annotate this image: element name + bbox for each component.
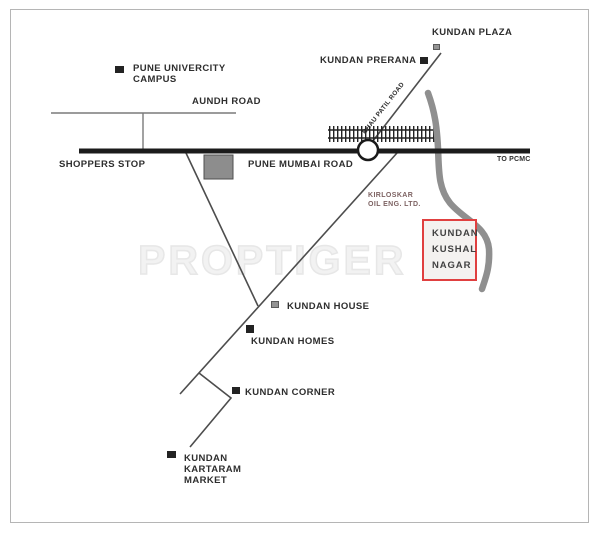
river	[424, 89, 493, 293]
to-pcmc-label: TO PCMC	[497, 156, 531, 163]
pune-univercity-label: PUNE UNIVERCITY CAMPUS	[133, 63, 226, 85]
kushal-nagar-line1: KUNDAN	[432, 228, 479, 239]
pune-univercity-marker	[115, 66, 124, 73]
roundabout-circle	[356, 138, 380, 162]
kushal-nagar-line2: KUSHAL	[432, 244, 477, 255]
kirloskar-line1: KIRLOSKAR	[368, 192, 414, 199]
kartaram-line1: KUNDAN	[184, 453, 228, 464]
kundan-corner-marker	[232, 387, 240, 394]
aundh-road-label: AUNDH ROAD	[192, 96, 261, 107]
pune-univercity-line2: CAMPUS	[133, 74, 177, 85]
kundan-corner-label: KUNDAN CORNER	[245, 387, 336, 398]
kundan-kushal-nagar-highlight: KUNDAN KUSHAL NAGAR	[422, 219, 479, 281]
kirloskar-line2: OIL ENG. LTD.	[368, 201, 421, 208]
kartaram-line2: KARTARAM	[184, 464, 242, 475]
kushal-nagar-line3: NAGAR	[432, 260, 472, 271]
kundan-homes-marker	[246, 325, 254, 333]
kundan-corner-branch-road	[189, 372, 233, 448]
kundan-prerana-marker	[420, 57, 428, 64]
west-diagonal-road	[185, 152, 259, 307]
proptiger-watermark: PROPTIGER	[137, 237, 407, 283]
kartaram-line3: MARKET	[184, 475, 228, 486]
kundan-homes-label: KUNDAN HOMES	[251, 336, 335, 347]
kirloskar-label: KIRLOSKAR OIL ENG. LTD.	[368, 191, 421, 209]
pune-univercity-line1: PUNE UNIVERCITY	[133, 63, 226, 74]
kundan-plaza-label: KUNDAN PLAZA	[432, 27, 513, 38]
pune-mumbai-road-label: PUNE MUMBAI ROAD	[248, 159, 354, 170]
shoppers-stop-label: SHOPPERS STOP	[59, 159, 146, 170]
kundan-prerana-label: KUNDAN PRERANA	[320, 55, 417, 66]
kundan-kartaram-label: KUNDAN KARTARAM MARKET	[184, 453, 241, 486]
map-frame-border	[10, 9, 589, 523]
railway-track	[328, 126, 438, 142]
east-diagonal-road	[179, 152, 398, 395]
kundan-kartaram-marker	[167, 451, 176, 458]
building-block	[203, 154, 234, 180]
kundan-house-label: KUNDAN HOUSE	[287, 301, 370, 312]
kundan-plaza-marker	[433, 44, 440, 50]
kundan-house-marker	[271, 301, 279, 308]
